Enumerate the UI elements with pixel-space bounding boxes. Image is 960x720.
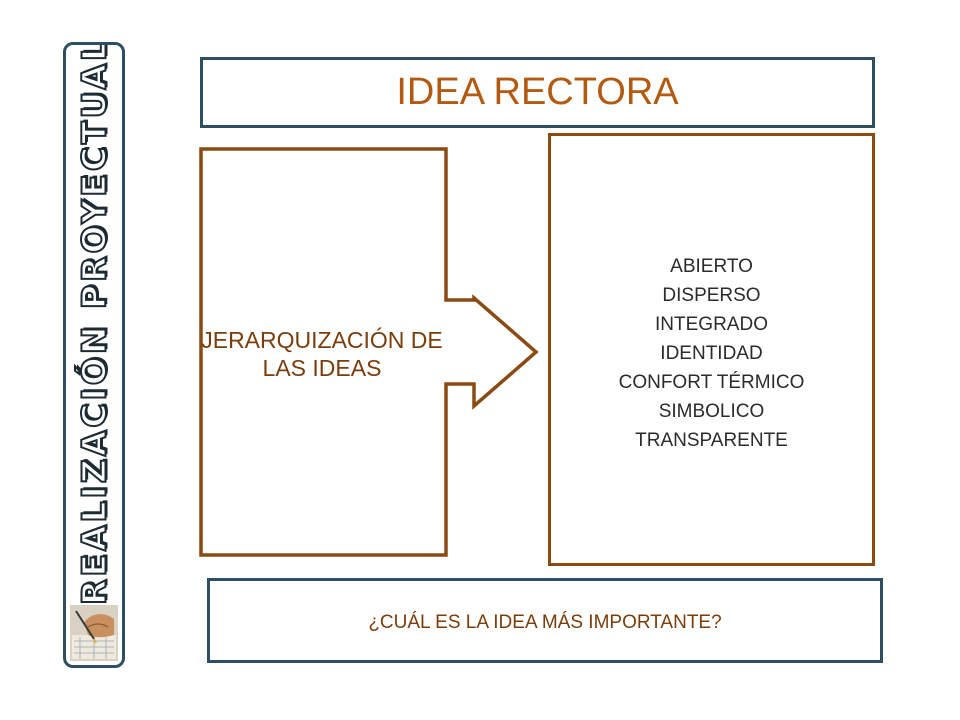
list-item: INTEGRADO bbox=[655, 314, 768, 335]
left-box-label: JERARQUIZACIÓN DE LAS IDEAS bbox=[172, 326, 472, 382]
page-title: IDEA RECTORA bbox=[396, 71, 679, 113]
sidebar-title-wrap: REALIZACIÓN PROYECTUAL bbox=[66, 42, 122, 606]
left-box-line-1: JERARQUIZACIÓN DE bbox=[201, 327, 443, 353]
left-box-line-2: LAS IDEAS bbox=[262, 355, 382, 381]
concepts-box: ABIERTO DISPERSO INTEGRADO IDENTIDAD CON… bbox=[548, 133, 875, 566]
question-box: ¿CUÁL ES LA IDEA MÁS IMPORTANTE? bbox=[207, 578, 883, 663]
list-item: TRANSPARENTE bbox=[635, 430, 788, 451]
list-item: SIMBOLICO bbox=[658, 401, 765, 422]
concepts-list: ABIERTO DISPERSO INTEGRADO IDENTIDAD CON… bbox=[551, 252, 872, 455]
title-box: IDEA RECTORA bbox=[200, 57, 875, 128]
list-item: IDENTIDAD bbox=[660, 343, 763, 364]
list-item: CONFORT TÉRMICO bbox=[618, 372, 805, 393]
hand-drawing-icon bbox=[70, 605, 118, 661]
arrow-outline bbox=[199, 147, 539, 557]
question-text: ¿CUÁL ES LA IDEA MÁS IMPORTANTE? bbox=[368, 611, 722, 633]
list-item: DISPERSO bbox=[662, 285, 761, 306]
list-item: ABIERTO bbox=[670, 256, 753, 277]
sidebar-panel: REALIZACIÓN PROYECTUAL bbox=[63, 42, 125, 668]
arrow-shape bbox=[199, 147, 539, 557]
sidebar-title: REALIZACIÓN PROYECTUAL bbox=[74, 42, 115, 606]
